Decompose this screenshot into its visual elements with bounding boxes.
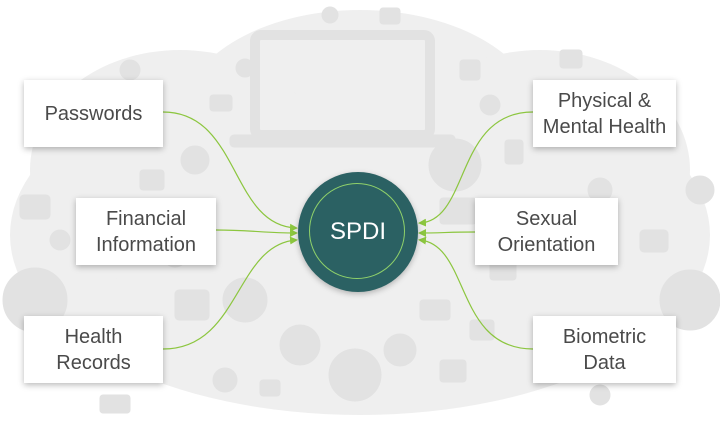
connector-physical-mental <box>418 111 534 227</box>
node-financial-line1: Financial <box>105 207 187 230</box>
node-physical-mental-line1: Physical & <box>557 89 652 112</box>
node-health-records: Health Records <box>24 316 163 383</box>
node-biometric-line1: Biometric <box>562 325 647 348</box>
connector-sexual-orientation <box>418 228 476 237</box>
node-biometric-line2: Data <box>583 351 626 374</box>
node-sexual-orientation-line1: Sexual <box>515 207 578 230</box>
connector-passwords <box>162 111 298 232</box>
node-health-records-line2: Records <box>56 351 131 374</box>
node-biometric-data: Biometric Data <box>533 316 676 383</box>
node-health-records-line1: Health <box>64 325 123 348</box>
hub-ring <box>309 183 405 279</box>
node-physical-mental-health: Physical & Mental Health <box>533 80 676 147</box>
hub-label: SPDI <box>329 218 386 245</box>
connector-biometric <box>418 236 534 350</box>
connector-financial <box>215 228 298 237</box>
node-sexual-orientation: Sexual Orientation <box>475 198 618 265</box>
hub-spdi: SPDI <box>298 172 418 292</box>
node-financial-information: Financial Information <box>76 198 216 265</box>
node-passwords-label: Passwords <box>44 102 143 125</box>
node-physical-mental-line2: Mental Health <box>542 115 667 138</box>
node-passwords: Passwords <box>24 80 163 147</box>
connector-health-records <box>162 236 298 350</box>
node-sexual-orientation-line2: Orientation <box>497 233 596 256</box>
node-financial-line2: Information <box>95 233 197 256</box>
